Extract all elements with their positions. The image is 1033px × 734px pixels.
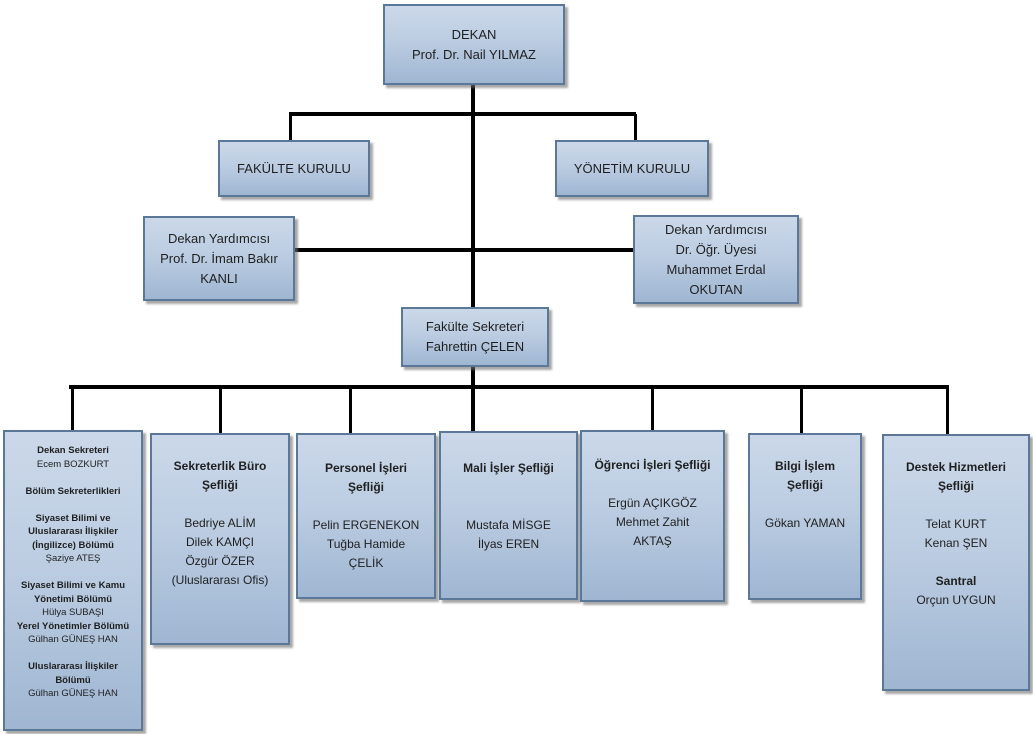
org-box-line: Şefliği bbox=[347, 480, 384, 494]
org-box-line: AKTAŞ bbox=[633, 534, 672, 548]
org-box-line: YÖNETİM KURULU bbox=[573, 160, 691, 176]
org-box-line: Özgür ÖZER bbox=[185, 554, 255, 568]
org-box-line: Fakülte Sekreteri bbox=[425, 319, 525, 334]
org-box-line: Ergün AÇIKGÖZ bbox=[608, 496, 697, 510]
org-box-line: Mali İşler Şefliği bbox=[463, 461, 554, 475]
org-box-line: Bedriye ALİM bbox=[184, 516, 256, 530]
dekan-box: DEKAN Prof. Dr. Nail YILMAZ bbox=[383, 4, 565, 85]
org-box-line: Dekan Yardımcısı bbox=[664, 221, 768, 237]
org-box-line: Prof. Dr. Nail YILMAZ bbox=[411, 46, 536, 62]
connector-bottom-horizontal bbox=[69, 385, 949, 389]
org-box-line: Yönetimi Bölümü bbox=[33, 593, 113, 605]
org-box-line: Bilgi İşlem bbox=[774, 459, 836, 473]
org-box-line: Dr. Öğr. Üyesi bbox=[675, 241, 757, 257]
connector-yardimci-horizontal bbox=[295, 248, 633, 252]
org-box-line bbox=[298, 497, 434, 516]
org-box-line: Mustafa MİSGE bbox=[466, 518, 551, 532]
org-box-line: Dekan Sekreteri bbox=[37, 445, 109, 456]
org-box-line: ÇELİK bbox=[348, 556, 384, 570]
org-box-line: Prof. Dr. İmam Bakır bbox=[160, 250, 278, 266]
connector-drop-destek-hizmetleri bbox=[946, 387, 949, 434]
org-box-line: Mehmet Zahit bbox=[615, 515, 690, 529]
org-box-line: Dilek KAMÇI bbox=[185, 535, 254, 549]
org-box-line: Bölüm Sekreterlikleri bbox=[25, 485, 121, 497]
org-box-line: Destek Hizmetleri bbox=[905, 460, 1007, 474]
connector-kurul-horizontal bbox=[289, 112, 636, 116]
connector-drop-dekan-sekreteri bbox=[71, 387, 74, 430]
connector-drop-sekreterlik-buro bbox=[219, 387, 222, 433]
org-box-line: Uluslararası İlişkiler bbox=[28, 526, 118, 537]
org-box-line: Orçun UYGUN bbox=[916, 593, 996, 607]
org-box-line: Şefliği bbox=[201, 478, 238, 492]
org-box-line: Pelin ERGENEKON bbox=[312, 518, 420, 532]
org-box-line: Şefliği bbox=[786, 478, 823, 492]
connector-fakulte-kurulu-drop bbox=[289, 114, 292, 140]
org-box-line: Gülhan GÜNEŞ HAN bbox=[28, 634, 118, 645]
org-box-line: Şefliği bbox=[937, 479, 974, 493]
org-box-line bbox=[5, 566, 141, 580]
org-box-line: Kenan ŞEN bbox=[924, 536, 988, 550]
connector-drop-personel-isleri bbox=[349, 387, 352, 433]
org-box-line: Gülhan GÜNEŞ HAN bbox=[28, 688, 118, 699]
org-box-line: Şaziye ATEŞ bbox=[45, 553, 101, 564]
fakulte-kurulu-box: FAKÜLTE KURULU bbox=[218, 140, 370, 197]
org-box-line: DEKAN bbox=[451, 26, 497, 42]
org-box-line: Tuğba Hamide bbox=[326, 537, 406, 551]
org-box-line bbox=[5, 498, 141, 512]
org-box-line: (İngilizce) Bölümü bbox=[32, 539, 114, 551]
org-box-line: Personel İşleri bbox=[324, 461, 408, 475]
yonetim-kurulu-box: YÖNETİM KURULU bbox=[555, 140, 709, 197]
org-box-line bbox=[5, 471, 141, 485]
org-box-line: OKUTAN bbox=[689, 281, 743, 297]
org-box-line: Dekan Yardımcısı bbox=[167, 230, 271, 246]
org-box-line bbox=[884, 553, 1028, 572]
org-box-line: Siyaset Bilimi ve Kamu bbox=[20, 580, 126, 591]
connector-sekreter-vertical bbox=[471, 367, 475, 431]
org-box-line bbox=[5, 647, 141, 661]
org-box-line: Hülya SUBAŞI bbox=[42, 607, 104, 618]
connector-drop-bilgi-islem bbox=[800, 387, 803, 433]
org-box-line bbox=[582, 475, 723, 494]
org-box-line bbox=[750, 495, 860, 514]
org-box-line: Siyaset Bilimi ve bbox=[35, 512, 111, 524]
org-box-line bbox=[884, 496, 1028, 515]
connector-dekan-vertical bbox=[471, 85, 475, 308]
org-box-line: (Uluslararası Ofis) bbox=[171, 573, 269, 587]
org-box-line: Öğrenci İşleri Şefliği bbox=[594, 458, 711, 472]
org-box-line bbox=[441, 497, 576, 516]
org-box-line: Santral bbox=[935, 574, 977, 588]
org-box-line: Muhammet Erdal bbox=[666, 261, 766, 277]
org-box-line: KANLI bbox=[200, 270, 238, 286]
org-box-line: Uluslararası İlişkiler bbox=[28, 661, 118, 672]
connector-drop-ogrenci-isleri bbox=[651, 387, 654, 430]
org-box-line bbox=[152, 495, 288, 514]
org-box-line: Fahrettin ÇELEN bbox=[425, 339, 525, 354]
org-box-line: Telat KURT bbox=[925, 517, 987, 531]
org-box-line bbox=[441, 478, 576, 497]
org-box-line: İlyas EREN bbox=[477, 537, 540, 551]
connector-yonetim-kurulu-drop bbox=[634, 114, 637, 140]
org-box-line: FAKÜLTE KURULU bbox=[237, 160, 351, 176]
org-box-line: Yerel Yönetimler Bölümü bbox=[16, 620, 130, 632]
org-box-line: Ecem BOZKURT bbox=[36, 458, 110, 470]
org-box-line: Bölümü bbox=[55, 674, 91, 686]
org-box-line: Gökan YAMAN bbox=[764, 516, 846, 530]
org-box-line: Sekreterlik Büro bbox=[173, 459, 267, 473]
